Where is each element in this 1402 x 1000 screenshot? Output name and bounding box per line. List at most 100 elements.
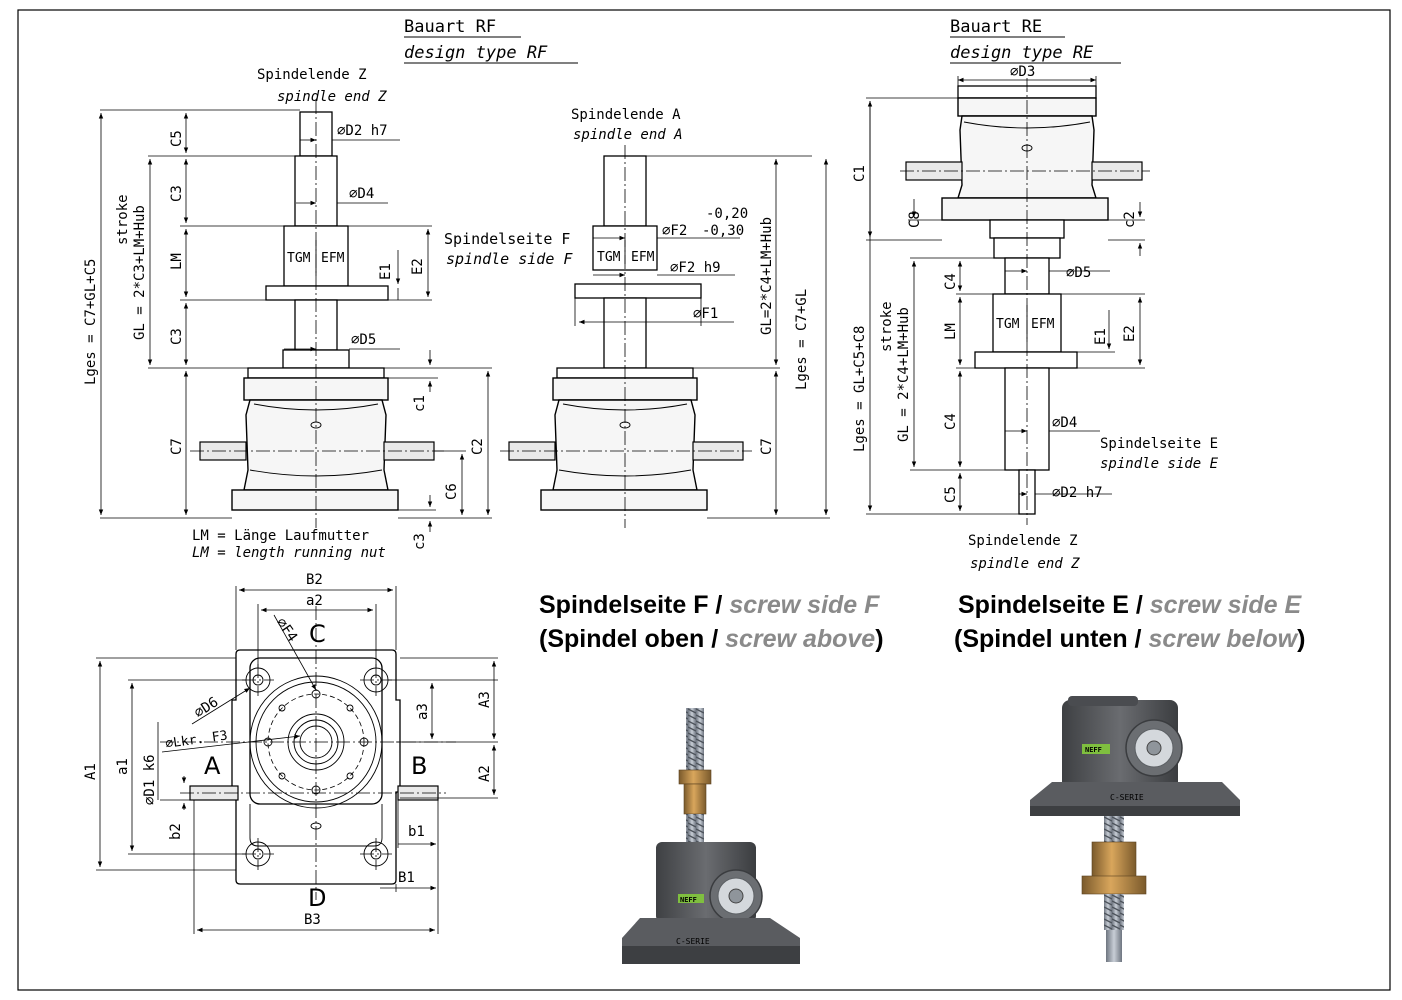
rf-a-gl: GL=2*C4+LM+Hub <box>759 217 775 335</box>
rf-spindle-end-z-de: Spindelende Z <box>257 67 367 83</box>
top-b1-cap: B1 <box>398 870 415 886</box>
rf-c5: C5 <box>169 130 185 147</box>
product-image-e: NEFF C-SERIE <box>1030 696 1240 962</box>
rf-tol-lower: -0,30 <box>702 223 744 239</box>
re-e2: E2 <box>1122 325 1138 342</box>
re-tgm: TGM <box>996 317 1020 332</box>
top-label-b: B <box>411 752 427 780</box>
rf-a-c7: C7 <box>759 438 775 455</box>
top-b1: b1 <box>408 824 425 840</box>
re-c5: C5 <box>943 486 959 503</box>
rf-a-lges: Lges = C7+GL <box>794 289 810 390</box>
rf-e1: E1 <box>378 263 394 280</box>
f-brand-badge <box>678 894 704 903</box>
e-brand-text: NEFF <box>1085 746 1102 754</box>
rf-c6: C6 <box>444 483 460 500</box>
top-d1: ∅D1 k6 <box>142 754 158 805</box>
heading-f-line2: (Spindel oben / screw above) <box>539 625 884 653</box>
rf-c7: C7 <box>169 438 185 455</box>
rf-c1-small: c1 <box>412 395 428 412</box>
rf-gl: GL = 2*C3+LM+Hub <box>132 205 148 340</box>
rf-a-flange <box>574 283 702 299</box>
re-flange <box>941 197 1109 221</box>
rf-spindle-end-a-en: spindle end A <box>573 127 683 143</box>
e-screw-end <box>1106 930 1122 962</box>
rf-f1: ∅F1 <box>693 306 718 322</box>
f-series-text: C-SERIE <box>676 937 710 946</box>
top-a1-cap: A1 <box>83 763 99 780</box>
re-c1: C1 <box>852 165 868 182</box>
e-series-text: C-SERIE <box>1110 793 1144 802</box>
title-re-en: design type RE <box>950 43 1094 63</box>
f-nut-flange <box>678 769 712 785</box>
e-nut-flange <box>1081 875 1147 895</box>
product-image-f: NEFF C-SERIE <box>622 708 800 964</box>
rf-efm-label: EFM <box>321 251 345 266</box>
rf-spindle-end-a-de: Spindelende A <box>571 107 681 123</box>
f-screw-thread-mid <box>686 814 704 846</box>
rf-lm-note-de: LM = Länge Laufmutter <box>192 528 369 544</box>
top-a2-cap: A2 <box>477 765 493 782</box>
rf-stroke: stroke <box>115 194 131 245</box>
rf-c3-bottom: C3 <box>169 328 185 345</box>
heading-f-line1: Spindelseite F / screw side F <box>539 591 880 619</box>
re-d2: ∅D2 h7 <box>1052 485 1103 501</box>
f-brand-text: NEFF <box>680 896 697 904</box>
rf-a-efm: EFM <box>631 250 655 265</box>
page-frame <box>17 9 1391 991</box>
e-input-shaft <box>1146 740 1162 756</box>
rf-d2: ∅D2 h7 <box>337 123 388 139</box>
re-lm: LM <box>943 323 959 340</box>
e-base-edge <box>1030 806 1240 816</box>
re-d4: ∅D4 <box>1052 415 1077 431</box>
rf-nut-flange <box>265 285 389 301</box>
rf-lm: LM <box>169 253 185 270</box>
title-rf-en: design type RF <box>404 43 548 63</box>
rf-d5: ∅D5 <box>351 332 376 348</box>
re-spindle-side-e-en: spindle side E <box>1100 456 1219 472</box>
rf-f2: ∅F2 <box>662 223 687 239</box>
re-efm: EFM <box>1031 317 1055 332</box>
top-a2: a2 <box>306 593 323 609</box>
re-lges: Lges = GL+C5+C8 <box>852 326 868 452</box>
rf-spindle-end-z-en: spindle end Z <box>277 89 387 105</box>
rf-f2h9: ∅F2 h9 <box>670 260 721 276</box>
rf-tgm-label: TGM <box>287 251 311 266</box>
top-b2: b2 <box>168 823 184 840</box>
rf-lm-note-en: LM = length running nut <box>192 545 386 561</box>
f-input-shaft <box>728 888 744 904</box>
e-screw-thread-bottom <box>1104 894 1124 930</box>
re-c8: C8 <box>907 211 923 228</box>
heading-f: Spindelseite F / screw side F (Spindel o… <box>539 591 884 653</box>
top-view: C A B D B2 a2 ∅F4 ∅D6 ∅Lkr. F3 ∅D1 k6 A1… <box>83 572 498 934</box>
heading-e: Spindelseite E / screw side E (Spindel u… <box>954 591 1305 653</box>
top-label-d: D <box>308 884 326 912</box>
top-lkr: ∅Lkr. F3 <box>164 728 228 752</box>
rf-spindle-side-f-en: spindle side F <box>446 250 573 268</box>
re-d3: ∅D3 <box>1010 64 1035 80</box>
f-base-edge <box>622 946 800 964</box>
re-c4-top: C4 <box>943 273 959 290</box>
title-re-de: Bauart RE <box>950 17 1042 37</box>
rf-lges: Lges = C7+GL+C5 <box>83 259 99 385</box>
rf-tol-upper: -0,20 <box>706 206 748 222</box>
rf-e2: E2 <box>410 258 426 275</box>
e-screw-thread-top <box>1104 816 1124 846</box>
rf-d4: ∅D4 <box>349 186 374 202</box>
top-b2: B2 <box>306 572 323 588</box>
top-a1: a1 <box>115 758 131 775</box>
title-rf: Bauart RF design type RF <box>404 17 578 64</box>
heading-e-line2: (Spindel unten / screw below) <box>954 625 1305 653</box>
title-re: Bauart RE design type RE <box>950 17 1121 64</box>
rf-c3-small: c3 <box>412 533 428 550</box>
rf-c3-top: C3 <box>169 185 185 202</box>
e-brand-badge <box>1082 744 1110 754</box>
re-spindle-end-z-de: Spindelende Z <box>968 533 1078 549</box>
rf-spindle-side-f-de: Spindelseite F <box>444 230 570 248</box>
rf-a-base <box>540 489 708 511</box>
rf-a-tgm: TGM <box>597 250 621 265</box>
top-a3-cap: A3 <box>477 691 493 708</box>
re-e1: E1 <box>1093 328 1109 345</box>
rf-view-z: Spindelende Z spindle end Z TGM EFM Lges… <box>83 67 492 561</box>
